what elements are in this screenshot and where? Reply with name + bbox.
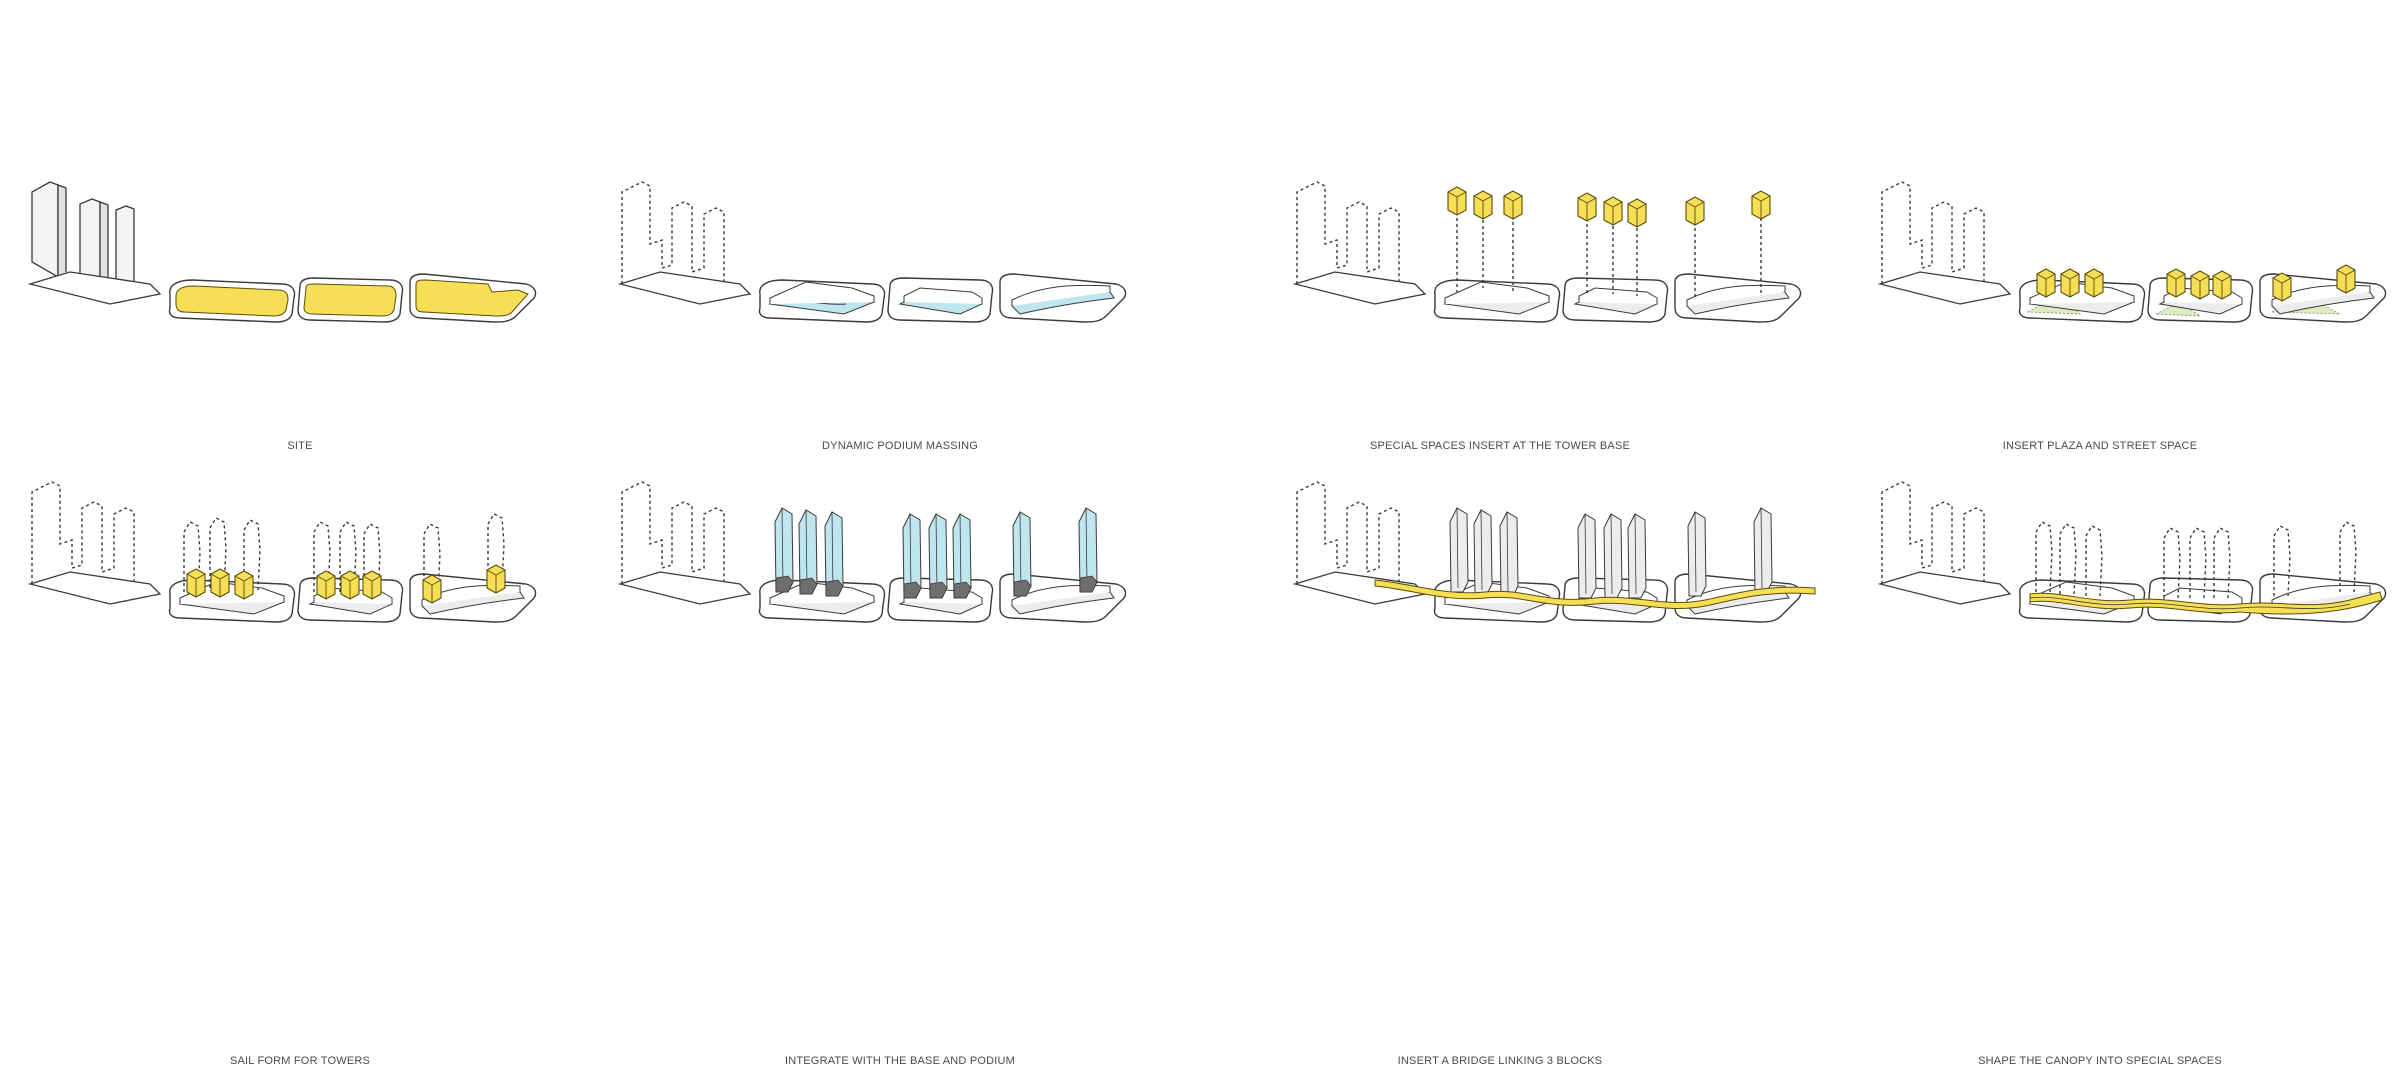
plaza-diagram <box>1879 181 2387 323</box>
caption-bridge: INSERT A BRIDGE LINKING 3 BLOCKS <box>1397 1055 1603 1067</box>
panel-canopy: SHAPE THE CANOPY INTO SPECIAL SPACES <box>1800 300 2400 1067</box>
panel-special-spaces: SPECIAL SPACES INSERT AT THE TOWER BASE <box>1200 0 1802 452</box>
special-spaces-diagram <box>1294 181 1802 323</box>
site-diagram <box>29 181 537 323</box>
podium-diagram <box>619 181 1127 323</box>
panel-integrate: INTEGRATE WITH THE BASE AND PODIUM <box>600 300 1200 1067</box>
caption-integrate: INTEGRATE WITH THE BASE AND PODIUM <box>784 1055 1016 1067</box>
panel-sail-form: SAIL FORM FOR TOWERS <box>0 300 600 1067</box>
panel-bridge: INSERT A BRIDGE LINKING 3 BLOCKS <box>1200 300 1816 1067</box>
panel-dynamic-podium: DYNAMIC PODIUM MASSING <box>600 0 1200 452</box>
caption-sail-form: SAIL FORM FOR TOWERS <box>229 1055 371 1067</box>
canopy-diagram <box>1879 481 2387 623</box>
caption-plaza: INSERT PLAZA AND STREET SPACE <box>2002 440 2198 452</box>
caption-dynamic-podium: DYNAMIC PODIUM MASSING <box>822 440 978 452</box>
integrate-diagram <box>619 481 1127 623</box>
bridge-diagram <box>1294 481 1816 623</box>
caption-special-spaces: SPECIAL SPACES INSERT AT THE TOWER BASE <box>1369 440 1631 452</box>
sail-form-diagram <box>29 481 537 623</box>
panel-site: SITE <box>0 0 600 452</box>
caption-site: SITE <box>287 440 313 452</box>
panel-plaza: INSERT PLAZA AND STREET SPACE <box>1800 0 2400 452</box>
caption-canopy: SHAPE THE CANOPY INTO SPECIAL SPACES <box>1978 1055 2222 1067</box>
